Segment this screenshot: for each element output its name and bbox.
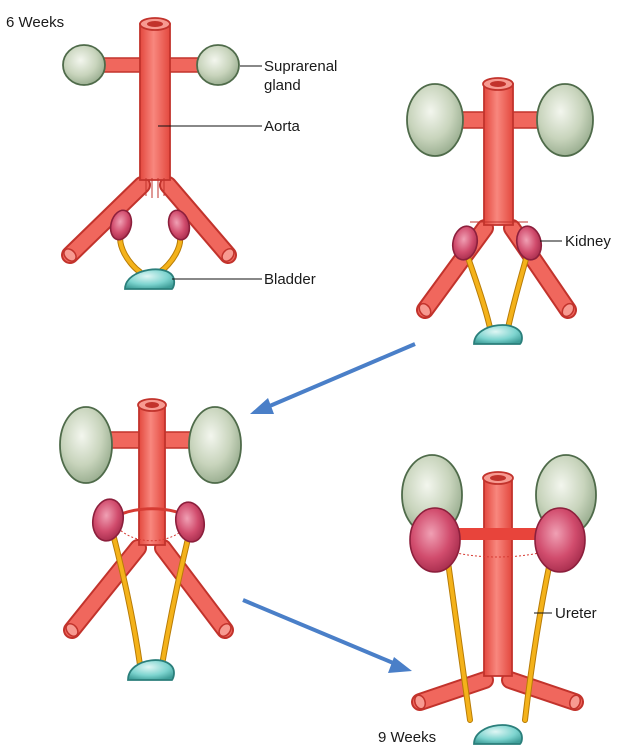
label-ureter: Ureter bbox=[555, 605, 597, 622]
label-kidney: Kidney bbox=[565, 233, 611, 250]
bladder bbox=[125, 269, 174, 289]
suprarenal-gland-left bbox=[63, 45, 105, 85]
suprarenal-gland-right bbox=[197, 45, 239, 85]
stage-4-panel bbox=[402, 455, 596, 744]
arrow-stage2-to-stage3 bbox=[250, 344, 415, 414]
label-aorta: Aorta bbox=[264, 118, 300, 135]
label-suprarenal-line1: Suprarenal bbox=[264, 58, 337, 75]
label-9-weeks: 9 Weeks bbox=[378, 729, 436, 746]
aorta-trunk bbox=[140, 24, 170, 180]
label-bladder: Bladder bbox=[264, 271, 316, 288]
arrow-stage3-to-stage4 bbox=[243, 600, 412, 673]
stage-1-panel bbox=[62, 18, 239, 289]
label-6-weeks: 6 Weeks bbox=[6, 14, 64, 31]
stage-2-panel bbox=[407, 78, 593, 344]
stage-3-panel bbox=[60, 399, 241, 680]
label-suprarenal-line2: gland bbox=[264, 77, 301, 94]
